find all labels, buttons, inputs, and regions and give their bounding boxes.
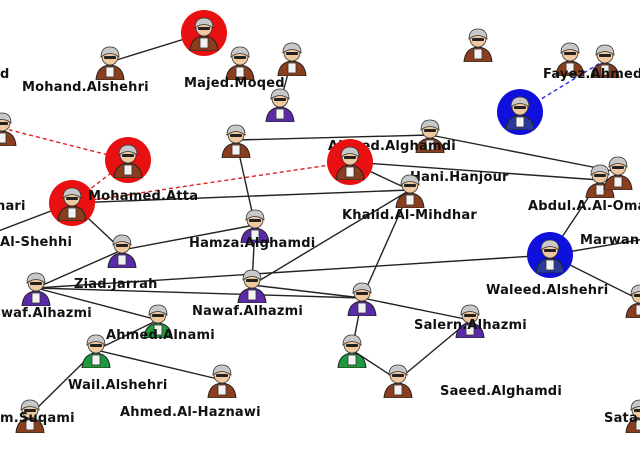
edge-n_nawaf_left-n_purple_mid	[35, 287, 363, 299]
node-label: Waleed.Alshehri	[486, 283, 609, 298]
edge-n_nawaf_left-n_ahmed_alnami	[35, 287, 159, 321]
node-label: Hamza.Alghamdi	[189, 236, 316, 251]
node-label: Marwan	[580, 233, 640, 248]
person-icon[interactable]	[600, 154, 636, 191]
person-icon[interactable]	[218, 122, 254, 159]
node-label: Sata	[604, 411, 638, 426]
edge-n_hamza-n_ziad	[121, 224, 256, 251]
node-label: Mohand.Alshehri	[22, 80, 149, 95]
edge-n_ziad-n_nawaf_left	[35, 249, 123, 289]
edge-n_mohamed_atta-n_khalid	[71, 189, 411, 204]
person-icon[interactable]	[452, 302, 488, 339]
edge-n_fayez-n_blue_top	[519, 59, 606, 113]
node-label: Hani.Hanjour	[410, 170, 509, 185]
person-icon[interactable]	[334, 332, 370, 369]
node-label: Abdul.A.Al-Omari	[528, 199, 640, 214]
edge-n_hani-n_abdul	[349, 161, 601, 181]
person-icon[interactable]	[234, 267, 270, 304]
node-label: Mohamed.Atta	[88, 189, 199, 204]
node-label: Al-Shehhi	[0, 235, 73, 250]
person-icon[interactable]	[222, 44, 258, 81]
node-label: Majed.Moqed	[184, 76, 285, 91]
edge-n_khalid-n_nawaf_mid	[251, 189, 411, 286]
person-icon[interactable]	[54, 185, 90, 222]
edge-n_mohamed_atta-n_hani	[71, 161, 351, 204]
node-label: m.Suqami	[0, 411, 75, 426]
person-icon[interactable]	[186, 15, 222, 52]
person-icon[interactable]	[262, 86, 298, 123]
node-label: Wail.Alshehri	[68, 378, 168, 393]
person-icon[interactable]	[204, 362, 240, 399]
person-icon[interactable]	[274, 40, 310, 77]
node-label: Khalid.Al-Mihdhar	[342, 208, 477, 223]
node-label: Nawaf.Alhazmi	[192, 304, 304, 319]
person-icon[interactable]	[460, 26, 496, 63]
node-label: d	[0, 67, 10, 82]
node-label: Ziad.Jarrah	[74, 277, 158, 292]
edge-n_wail-n_haznawi	[95, 349, 223, 381]
person-icon[interactable]	[532, 237, 568, 274]
person-icon[interactable]	[392, 172, 428, 209]
person-icon[interactable]	[344, 280, 380, 317]
person-icon[interactable]	[104, 232, 140, 269]
node-label: Ahmed.Alnami	[106, 328, 215, 343]
person-icon[interactable]	[502, 94, 538, 131]
person-icon[interactable]	[237, 207, 273, 244]
edge-n_nawaf_mid-n_purple_mid	[251, 284, 363, 299]
person-icon[interactable]	[140, 302, 176, 339]
person-icon[interactable]	[587, 42, 623, 79]
person-icon[interactable]	[412, 117, 448, 154]
node-label: nari	[0, 199, 26, 214]
person-icon[interactable]	[552, 40, 588, 77]
node-label: Fayez.Ahmed	[543, 67, 640, 82]
edge-n_ahmed_alghamdi-n_mid_brown1	[235, 134, 431, 141]
edge-n_nawaf_left-n_waleed	[35, 254, 551, 289]
person-icon[interactable]	[12, 397, 48, 434]
node-label: Salern.Alhazmi	[414, 318, 527, 333]
person-icon[interactable]	[380, 362, 416, 399]
node-label: awaf.Alhazmi	[0, 306, 92, 321]
node-label: Ahmed.Al-Haznawi	[120, 405, 261, 420]
edge-n_purple_mid-n_salem	[361, 297, 471, 321]
person-icon[interactable]	[110, 142, 146, 179]
person-icon[interactable]	[78, 332, 114, 369]
edge-n_ahmed_alghamdi-n_right_brown	[429, 134, 619, 173]
edge-n_khalid-n_purple_mid	[361, 189, 411, 299]
edge-n_ahmed_alnami-n_wail	[95, 319, 159, 351]
person-icon[interactable]	[622, 282, 640, 319]
person-icon[interactable]	[0, 110, 20, 147]
person-icon[interactable]	[92, 44, 128, 81]
person-icon[interactable]	[332, 144, 368, 181]
person-icon[interactable]	[18, 270, 54, 307]
node-label: Saeed.Alghamdi	[440, 384, 562, 399]
person-icon[interactable]	[622, 397, 640, 434]
